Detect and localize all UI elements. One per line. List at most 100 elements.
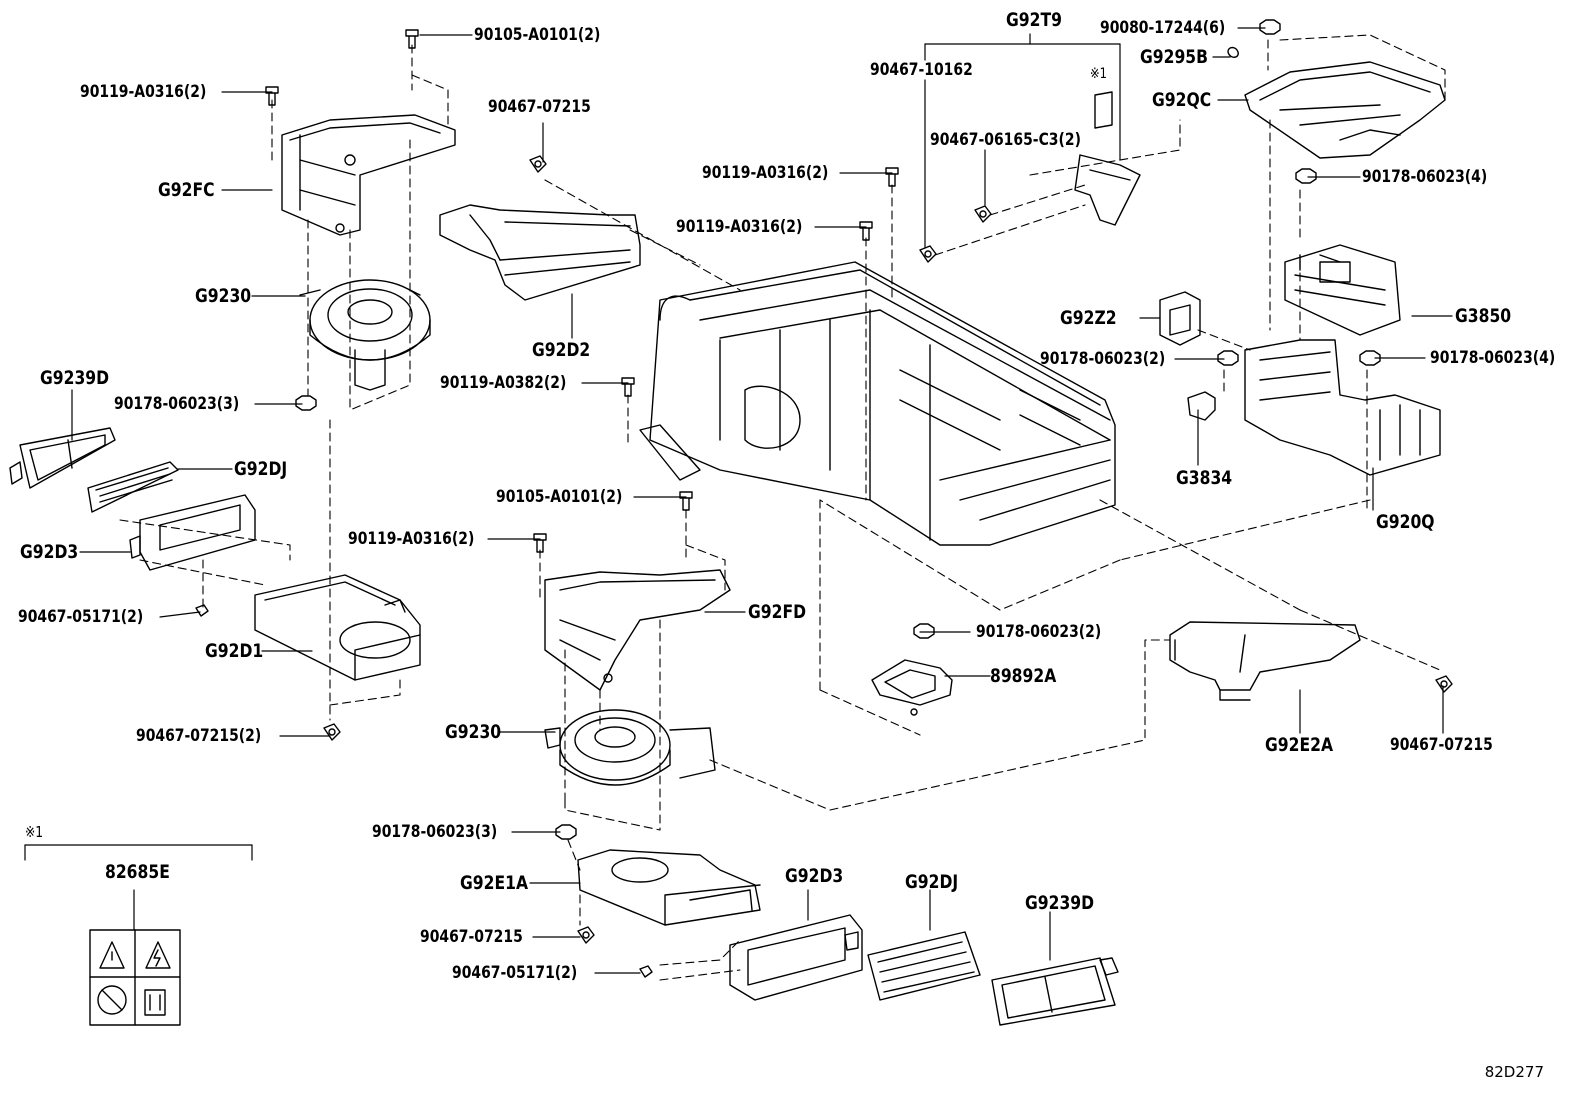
callout-label: 90467-10162 — [870, 60, 973, 80]
callout-label: G92D3 — [785, 865, 844, 887]
no-touch-icon — [97, 985, 127, 1015]
callout-label: G9230 — [445, 721, 502, 743]
nut-icon — [1295, 168, 1317, 184]
part-battery-assembly — [639, 261, 1116, 546]
part-g92d1 — [254, 574, 421, 681]
callout-label: 90178-06023(3) — [114, 394, 240, 414]
callout-label: 90467-07215 — [1390, 735, 1493, 755]
part-g9230-lower — [544, 709, 716, 786]
note-marker: ※1 — [25, 823, 44, 841]
warning-triangle-icon — [99, 941, 125, 969]
part-g92fc — [281, 114, 456, 236]
callout-label: G92D2 — [532, 339, 591, 361]
bolt-icon — [265, 86, 279, 106]
callout-label: 90119-A0316(2) — [348, 529, 475, 549]
callout-label: 90178-06023(3) — [372, 822, 498, 842]
callout-label: G92DJ — [905, 871, 959, 893]
bolt-icon — [621, 377, 635, 397]
part-g92d2 — [439, 204, 641, 301]
callout-label: 90178-06023(4) — [1430, 348, 1556, 368]
part-g92e2a — [1169, 621, 1361, 701]
callout-label: G9295B — [1140, 46, 1209, 68]
callout-label: 90119-A0316(2) — [676, 217, 803, 237]
part-g92e1a — [577, 849, 761, 926]
callout-label: G920Q — [1376, 511, 1435, 533]
part-g92d3-lower — [729, 914, 863, 1001]
part-g3850 — [1284, 244, 1401, 336]
callout-label: 90080-17244(6) — [1100, 18, 1226, 38]
screw-icon — [323, 723, 341, 741]
part-g920q — [1244, 339, 1441, 476]
diagram-code: 82D277 — [1484, 1063, 1544, 1081]
nut-icon — [913, 623, 935, 639]
callout-label: 90178-06023(2) — [1040, 349, 1166, 369]
callout-label: G92DJ — [234, 458, 288, 480]
nut-icon — [295, 395, 317, 411]
screw-icon — [1435, 675, 1453, 693]
nut-icon — [555, 824, 577, 840]
callout-label: G92T9 — [1006, 9, 1062, 31]
part-g92qc — [1244, 61, 1446, 159]
clip-icon — [639, 965, 653, 978]
callout-label: 90467-07215(2) — [136, 726, 262, 746]
manual-icon — [144, 989, 166, 1016]
electric-shock-icon — [145, 941, 171, 969]
callout-label: G92E2A — [1265, 734, 1334, 756]
callout-label: G9230 — [195, 285, 252, 307]
callout-label: G92D3 — [20, 541, 79, 563]
callout-label: G3834 — [1176, 467, 1233, 489]
part-g92d3-left — [129, 494, 256, 571]
part-82685e-warning-label — [89, 929, 181, 1026]
callout-label: 90119-A0382(2) — [440, 373, 567, 393]
callout-label: G92D1 — [205, 640, 264, 662]
callout-label: 90467-07215 — [488, 97, 591, 117]
part-g9230-upper — [299, 279, 431, 391]
clip-icon — [1227, 46, 1239, 58]
callout-label: 90105-A0101(2) — [496, 487, 623, 507]
callout-label: 90467-05171(2) — [452, 963, 578, 983]
nut-icon — [1359, 350, 1381, 366]
callout-label: 90178-06023(4) — [1362, 167, 1488, 187]
callout-label: 90119-A0316(2) — [702, 163, 829, 183]
callout-label: G9239D — [1025, 892, 1095, 914]
callout-label: 90178-06023(2) — [976, 622, 1102, 642]
bolt-icon — [679, 491, 693, 511]
part-g9239d-lower — [991, 957, 1119, 1026]
screw-icon — [974, 205, 992, 223]
screw-icon — [919, 245, 937, 263]
assembly-lines — [119, 34, 1446, 981]
part-g9239d-left — [9, 427, 116, 489]
nut-icon — [1217, 350, 1239, 366]
callout-label: 89892A — [990, 665, 1057, 687]
part-89892a — [871, 659, 953, 716]
callout-label: G92Z2 — [1060, 307, 1117, 329]
callout-label: G92E1A — [460, 872, 529, 894]
callout-label: G9239D — [40, 367, 110, 389]
bolt-icon — [859, 221, 873, 241]
clip-icon — [195, 604, 209, 617]
bolt-icon — [885, 167, 899, 187]
part-g92t9 — [1074, 91, 1141, 226]
screw-icon — [577, 926, 595, 944]
callout-label: 90467-05171(2) — [18, 607, 144, 627]
callout-label: 82685E — [105, 861, 170, 883]
part-g92dj-left — [87, 461, 179, 513]
warning-label-icon — [1094, 91, 1113, 129]
part-g92z2 — [1159, 291, 1201, 346]
fasteners — [195, 19, 1453, 978]
callout-label: 90105-A0101(2) — [474, 25, 601, 45]
callout-label: 90467-07215 — [420, 927, 523, 947]
bolt-icon — [533, 533, 547, 553]
nut-icon — [1259, 19, 1281, 35]
callout-label: G92FC — [158, 179, 215, 201]
callout-label: G92FD — [748, 601, 807, 623]
part-g3834 — [1187, 391, 1216, 421]
bolt-icon — [405, 29, 419, 49]
callout-label: 90119-A0316(2) — [80, 82, 207, 102]
callout-label: G3850 — [1455, 305, 1512, 327]
part-g92fd — [544, 569, 731, 691]
screw-icon — [529, 155, 547, 173]
note-marker: ※1 — [1090, 66, 1107, 82]
part-g92dj-lower — [867, 931, 981, 1001]
